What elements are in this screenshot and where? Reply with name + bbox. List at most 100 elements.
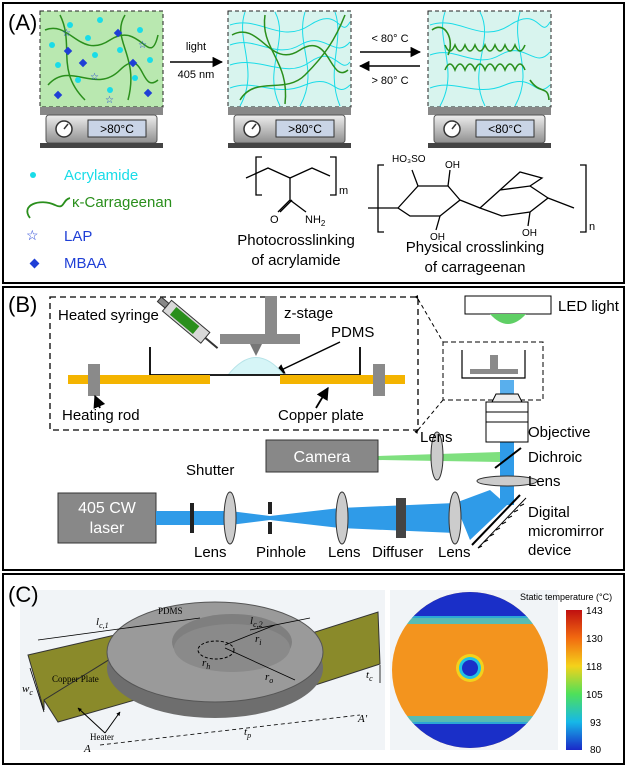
- hotplate-3: <80°C: [428, 107, 551, 148]
- legend-acrylamide: Acrylamide: [64, 167, 138, 184]
- colorbar: [566, 610, 582, 750]
- pinhole-top: [268, 502, 272, 514]
- chem1-nh2: NH2: [305, 214, 326, 228]
- tc-label: tc: [366, 669, 373, 683]
- chem2-n: n: [589, 221, 595, 233]
- zoom-line-top: [414, 294, 444, 343]
- pdms-container: [149, 347, 361, 376]
- arrow-2-top: < 80° C: [371, 33, 408, 45]
- colorbar-tick-1: 130: [586, 634, 603, 645]
- colorbar-ticks: 143 130 118 105 93 80: [586, 606, 603, 756]
- panel-a-label: (A): [8, 10, 37, 35]
- section-a-label: A: [83, 743, 91, 755]
- diffuser: [396, 498, 406, 538]
- lens-1-label: Lens: [194, 544, 227, 561]
- arrow-1-bottom: 405 nm: [178, 69, 215, 81]
- svg-text:☆: ☆: [62, 28, 71, 39]
- hotplate-1: >80°C: [40, 107, 163, 148]
- copper-plate-left: [68, 375, 210, 384]
- lens-3-label: Lens: [438, 544, 471, 561]
- diffuser-label: Diffuser: [372, 544, 423, 561]
- pdms-pointer: [274, 341, 341, 374]
- chem2-oh-2: OH: [430, 232, 445, 243]
- heating-rod-label: Heating rod: [62, 407, 140, 424]
- copper-plate-pointer: [315, 386, 329, 409]
- laser: [57, 492, 157, 544]
- arrow-1-top: light: [186, 41, 206, 53]
- copper-plate-right: [280, 375, 405, 384]
- panel-c: (C) PDMS Copper Plate Heater lc,1 lc,2 r…: [2, 573, 625, 765]
- ro-label: ro: [265, 671, 273, 685]
- copper-plate-label: Copper plate: [278, 407, 364, 424]
- panel-a: (A) ☆ ☆: [2, 2, 625, 284]
- dmd: [471, 494, 527, 549]
- dichroic-label: Dichroic: [528, 449, 583, 466]
- colorbar-tick-4: 93: [590, 718, 602, 729]
- lens-right: [476, 475, 538, 487]
- panel-b-label: (B): [8, 292, 37, 317]
- tp-label: tp: [244, 726, 251, 740]
- colorbar-title: Static temperature (°C): [520, 592, 612, 602]
- shutter: [190, 503, 194, 533]
- objective-label: Objective: [528, 424, 591, 441]
- heating-rod-pointer: [93, 394, 106, 409]
- dichroic-mirror: [494, 447, 522, 469]
- heated-syringe-label: Heated syringe: [58, 307, 159, 324]
- chem2-oh-1: OH: [445, 160, 460, 171]
- carrageenan-marker: [26, 197, 71, 219]
- legend: Acrylamide κ-Carrageenan ☆ LAP MBAA: [26, 167, 172, 272]
- arrow-2-bottom: > 80° C: [371, 75, 408, 87]
- objective: [485, 393, 529, 443]
- rh-label: rh: [202, 657, 210, 671]
- z-stage: [220, 296, 300, 356]
- shutter-label: Shutter: [186, 462, 234, 479]
- temp-display-3: <80°C: [488, 122, 522, 136]
- heating-rod-left: [88, 364, 100, 396]
- copper-plate-label: Copper Plate: [52, 674, 99, 684]
- colorbar-tick-5: 80: [590, 745, 602, 756]
- chem2-oh-3: OH: [522, 228, 537, 239]
- caption-photocrosslinking-2: of acrylamide: [251, 252, 340, 269]
- svg-text:☆: ☆: [90, 72, 99, 83]
- caption-physical-2: of carrageenan: [425, 259, 526, 276]
- camera-label: Camera: [294, 449, 351, 466]
- chem1-o: O: [270, 214, 279, 226]
- polyacrylamide-structure: [245, 156, 337, 213]
- temp-display-2: >80°C: [288, 122, 322, 136]
- caption-physical-1: Physical crosslinking: [406, 239, 544, 256]
- heating-rod-right: [373, 364, 385, 396]
- z-stage-label: z-stage: [284, 305, 333, 322]
- svg-text:☆: ☆: [105, 95, 114, 106]
- lens-3: [448, 491, 462, 545]
- panel-b: (B) Heated syringe z-stage PDMS: [2, 286, 625, 571]
- wc-label: wc: [22, 683, 33, 697]
- lens-2: [335, 491, 349, 545]
- led-light-label: LED light: [558, 298, 620, 315]
- caption-photocrosslinking-1: Photocrosslinking: [237, 232, 355, 249]
- gel-box-2: [227, 10, 352, 108]
- laser-label-1: 405 CW: [78, 500, 137, 517]
- temp-display-1: >80°C: [100, 122, 134, 136]
- pdms-label: PDMS: [158, 606, 183, 616]
- dmd-label-1: Digital: [528, 504, 570, 521]
- colorbar-tick-0: 143: [586, 606, 603, 617]
- carrageenan-structure: [368, 164, 587, 233]
- chem2-ho3so: HO₃SO: [392, 154, 426, 165]
- section-a-prime-label: A': [357, 713, 368, 725]
- legend-lap: LAP: [64, 228, 92, 245]
- lens-upper-label: Lens: [420, 429, 453, 446]
- gel-box-3: [427, 10, 552, 108]
- inset-box: [49, 296, 419, 431]
- acrylamide-marker: [30, 172, 36, 178]
- pinhole-bottom: [268, 522, 272, 534]
- lens-upper: [430, 431, 444, 481]
- lap-marker: ☆: [26, 227, 39, 243]
- laser-label-2: laser: [90, 520, 125, 537]
- lc2-label: lc,2: [250, 615, 263, 629]
- dmd-label-2: micromirror: [528, 523, 604, 540]
- legend-carrageenan: κ-Carrageenan: [72, 194, 172, 211]
- pdms-label: PDMS: [331, 324, 374, 341]
- lens-2-label: Lens: [328, 544, 361, 561]
- pinhole-label: Pinhole: [256, 544, 306, 561]
